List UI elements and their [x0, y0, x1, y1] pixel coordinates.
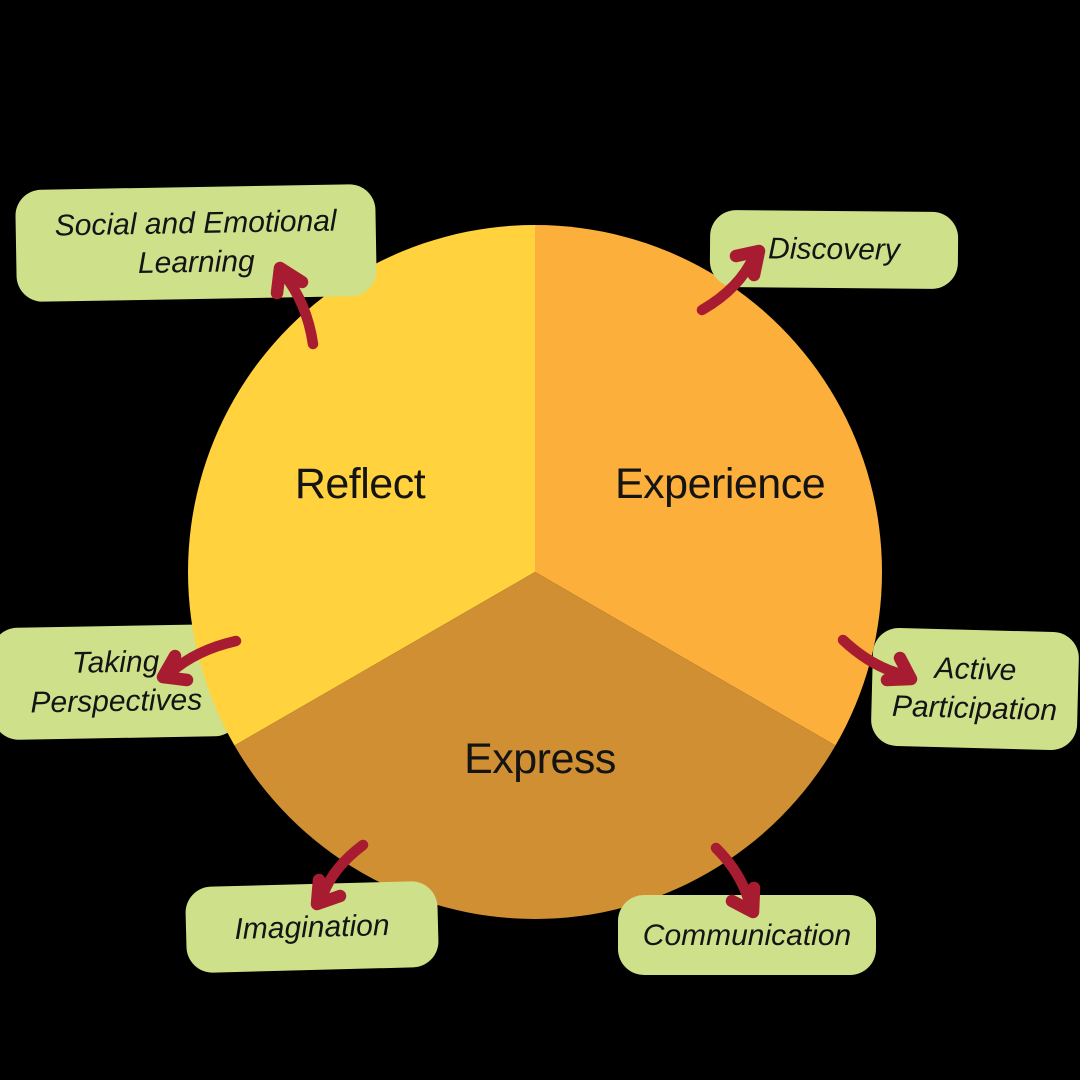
- callout-imagination: Imagination: [184, 880, 440, 974]
- callout-communication: Communication: [618, 895, 876, 975]
- callout-label: Communication: [642, 918, 852, 952]
- segment-label-reflect: Reflect: [294, 460, 426, 508]
- callout-label: Discovery: [767, 232, 900, 267]
- segment-label-express: Express: [464, 735, 616, 783]
- callout-active-participation: Active Participation: [870, 627, 1080, 751]
- callout-social-emotional-learning: Social and Emotional Learning: [15, 183, 377, 303]
- segment-label-experience: Experience: [615, 460, 826, 508]
- wedge-experience: [535, 225, 882, 746]
- callout-label: Social and Emotional Learning: [54, 204, 337, 281]
- wedge-express: [234, 572, 836, 919]
- wedge-reflect: [188, 225, 535, 746]
- callout-discovery: Discovery: [709, 209, 959, 290]
- callout-label: Imagination: [234, 908, 390, 946]
- callout-label: Active Participation: [891, 651, 1058, 728]
